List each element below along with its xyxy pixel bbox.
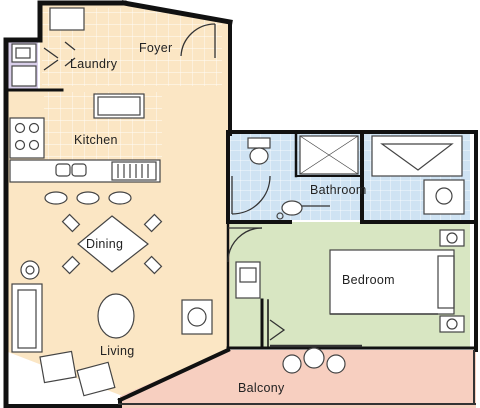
walls xyxy=(3,0,478,408)
room-label-foyer: Foyer xyxy=(139,41,172,55)
doors xyxy=(43,23,362,348)
balcony-furniture xyxy=(282,347,346,374)
living-furniture xyxy=(11,260,213,397)
foyer-closet xyxy=(49,7,85,31)
balcony-floor xyxy=(120,350,476,408)
washer-dryer xyxy=(11,43,37,87)
kitchen-counters xyxy=(9,93,161,183)
room-label-dining: Dining xyxy=(86,237,123,251)
room-label-kitchen: Kitchen xyxy=(74,133,118,147)
room-label-bedroom: Bedroom xyxy=(342,273,395,287)
balcony-railing xyxy=(118,350,476,405)
room-label-laundry: Laundry xyxy=(70,57,118,71)
room-label-balcony: Balcony xyxy=(238,381,285,395)
bar-stools xyxy=(44,191,132,205)
bathroom-fixtures xyxy=(247,135,465,220)
room-label-living: Living xyxy=(100,344,134,358)
dining-table xyxy=(61,213,163,275)
bedroom-furniture xyxy=(235,229,465,333)
room-label-bathroom: Bathroom xyxy=(310,183,367,197)
